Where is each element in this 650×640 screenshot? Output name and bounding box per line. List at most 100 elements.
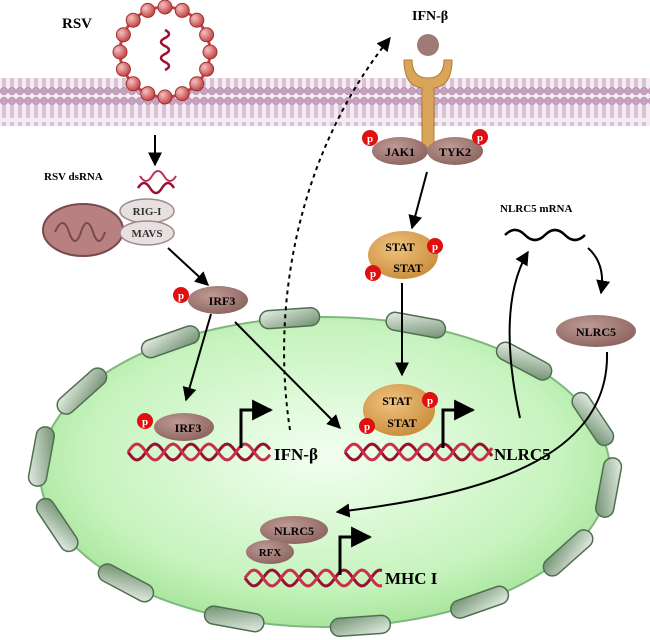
phospho-badge [362, 130, 378, 146]
phospho-badge [173, 287, 189, 303]
nlrc5-cyto-label: NLRC5 [576, 325, 616, 339]
rig-i-protein: RIG-I [119, 198, 175, 224]
dna-ifn-beta [126, 442, 272, 462]
virus-bead [115, 27, 131, 43]
rsv-label: RSV [62, 16, 92, 32]
virus-bead [189, 76, 205, 92]
viral-rna-strand [159, 28, 171, 72]
dna-strand [126, 442, 272, 462]
virus-bead [157, 0, 173, 15]
rfx-label: RFX [259, 547, 282, 559]
arrow-nlrc5-to-mhc [335, 351, 609, 518]
phospho-label: p [367, 133, 373, 145]
virus-bead [112, 44, 128, 60]
tyk2-label: TYK2 [439, 145, 471, 159]
dna-mhc-i [243, 568, 383, 588]
jak1-protein: JAK1 p [362, 130, 428, 165]
nuclear-pore [258, 307, 321, 330]
mavs-label: MAVS [132, 228, 163, 240]
irf3-nucleus: IRF3 p [137, 413, 214, 441]
phospho-badge [137, 413, 153, 429]
stat-dimer-cytoplasm: STAT STAT p p [365, 231, 443, 281]
nuclear-pore [203, 605, 265, 633]
ifn-beta-top-label: IFN-β [412, 9, 448, 24]
mhc-i-gene-label: MHC I [385, 569, 438, 588]
nuclear-pores [27, 307, 623, 637]
nlrc5-gene-label: NLRC5 [494, 445, 551, 464]
phospho-label: p [370, 268, 376, 280]
dna-strand [126, 442, 272, 462]
dna-strand [343, 442, 494, 462]
dna-strand [243, 568, 383, 588]
phospho-badge [427, 238, 443, 254]
virus-bead [174, 86, 190, 102]
nuclear-pore [542, 529, 594, 577]
virus-bead [199, 27, 215, 43]
dna-nlrc5 [343, 442, 494, 462]
stat-label: STAT [385, 240, 415, 254]
rig-i-label: RIG-I [133, 206, 162, 218]
tyk2-protein: TYK2 p [427, 129, 488, 165]
dsrna-strand-icon [139, 170, 177, 182]
phospho-label: p [178, 290, 184, 302]
rsv-virus [112, 0, 218, 105]
stat-label: STAT [393, 261, 423, 275]
arrow-irf3-to-nlrc5-promoter [234, 321, 341, 429]
phospho-label: p [427, 395, 433, 407]
rfx-protein: RFX [246, 540, 294, 564]
rsv-dsrna-label: RSV dsRNA [44, 171, 103, 183]
mrna-icon [504, 228, 586, 242]
nuclear-pore [595, 457, 623, 518]
nuclear-pore [56, 367, 108, 415]
promoter-ifn-icon [239, 399, 274, 448]
nucleus [27, 307, 623, 637]
virus-bead [115, 61, 131, 77]
phospho-label: p [142, 416, 148, 428]
stat-label: STAT [387, 416, 417, 430]
virus-bead [202, 44, 218, 60]
phospho-label: p [477, 132, 483, 144]
nuclear-pore [27, 426, 55, 487]
nuclear-pore [385, 311, 447, 339]
phospho-label: p [364, 421, 370, 433]
nlrc5-mrna-label: NLRC5 mRNA [500, 203, 572, 215]
virus-bead [125, 12, 141, 28]
mavs-protein: MAVS [119, 220, 175, 246]
arrow-mrna-to-nlrc5 [587, 247, 611, 295]
virus-bead [140, 86, 156, 102]
stat-label: STAT [382, 394, 412, 408]
arrow-irf3-to-nucleus [182, 313, 212, 402]
nlrc5-cytoplasm: NLRC5 [556, 315, 636, 347]
arrow-nlrc5-gene-to-mrna [508, 250, 529, 419]
mitochondrion [42, 203, 124, 257]
phospho-label: p [432, 241, 438, 253]
nuclear-pore [97, 563, 155, 603]
phospho-badge [422, 392, 438, 408]
virus-bead [140, 2, 156, 18]
dsrna-icon [136, 181, 176, 195]
arrow-mavs-to-irf3 [167, 247, 210, 286]
phospho-badge [359, 418, 375, 434]
ifn-beta-ligand [417, 34, 439, 56]
virus-bead [189, 12, 205, 28]
dna-strand [243, 568, 383, 588]
phospho-badge [365, 265, 381, 281]
promoter-mhc-icon [338, 526, 373, 575]
stat-dimer-nucleus: STAT STAT p p [359, 384, 438, 436]
nuclear-pore [450, 585, 510, 619]
nuclear-pore [571, 391, 615, 447]
phospho-badge [472, 129, 488, 145]
irf3-cytoplasm: IRF3 p [173, 286, 248, 314]
virus-bead [125, 76, 141, 92]
virus-bead [174, 2, 190, 18]
ifn-receptor [403, 59, 453, 149]
arrow-jak-to-stat [408, 171, 428, 230]
irf3-nuc-label: IRF3 [175, 421, 202, 435]
jak1-label: JAK1 [385, 145, 415, 159]
nuclear-pore [35, 497, 79, 553]
irf3-cyto-label: IRF3 [209, 294, 236, 308]
nlrc5-nucleus: NLRC5 [260, 516, 328, 544]
nuclear-pore [329, 614, 392, 637]
virus-bead [199, 61, 215, 77]
